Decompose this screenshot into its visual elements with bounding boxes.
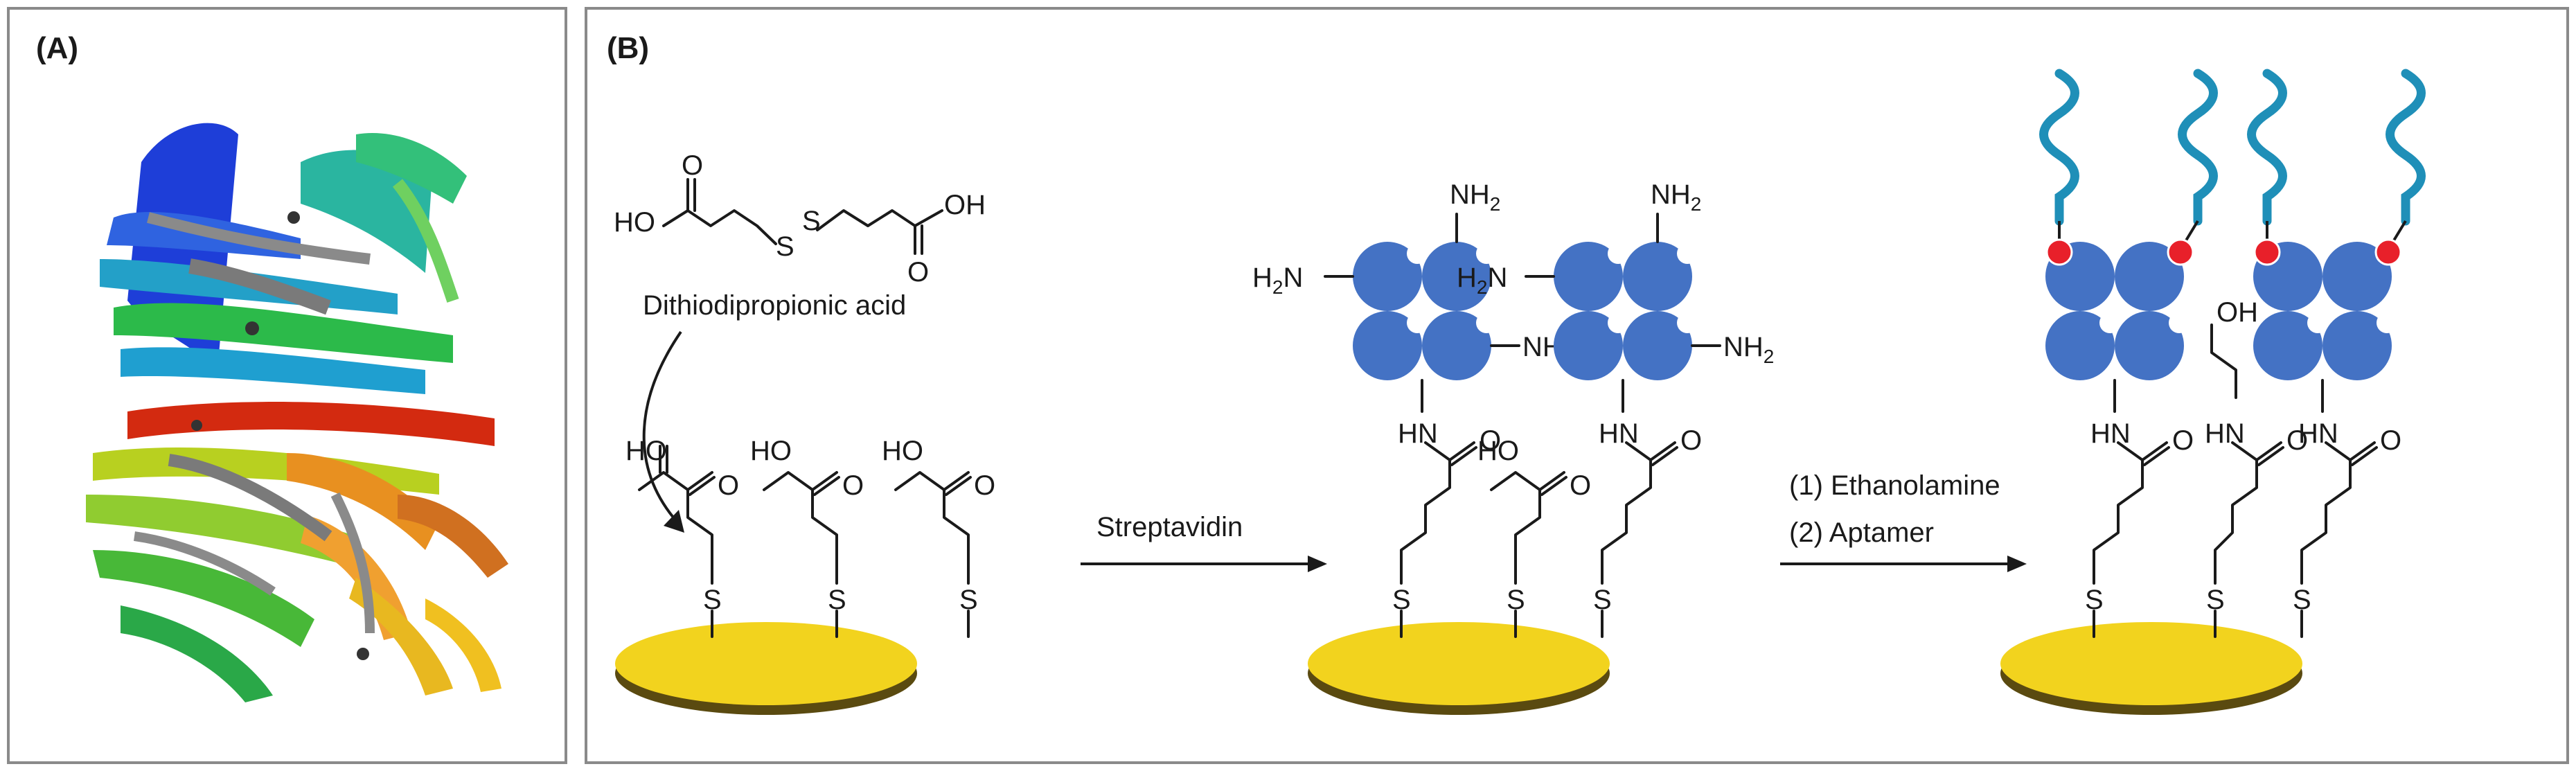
atom-label: HO [1477, 436, 1519, 466]
panel-a: (A) [7, 7, 567, 764]
atom-label: S [2293, 585, 2311, 615]
panel-b: (B) HO O S S OH O Dithiodipropionic acid [585, 7, 2569, 764]
curved-arrow [642, 330, 682, 524]
step-2-label-2: (2) Aptamer [1789, 517, 1934, 548]
atom-label: O [682, 150, 703, 181]
atom-label: O [1680, 425, 1702, 456]
atom-label: O [842, 470, 864, 501]
atom-label: OH [944, 190, 986, 220]
carboxyl-chain [894, 471, 972, 638]
atom-label: S [776, 231, 794, 262]
stage-1-surface: HO O S HO O S HO O S [615, 436, 995, 715]
atom-label: OH [2217, 297, 2258, 328]
panel-a-canvas: (A) [36, 31, 508, 702]
carboxyl-chain [638, 445, 716, 638]
panel-a-label: (A) [36, 31, 78, 65]
atom-label: O [718, 470, 739, 501]
atom-label: H2N [1252, 263, 1303, 298]
atom-label: S [1593, 585, 1612, 615]
streptavidin-tetramer [2045, 242, 2189, 380]
atom-label: S [1507, 585, 1525, 615]
curved-arrow-head [664, 510, 684, 533]
atom-label: O [2286, 425, 2308, 456]
atom-label: O [2380, 425, 2401, 456]
panel-b-canvas: (B) HO O S S OH O Dithiodipropionic acid [607, 31, 2426, 715]
biotin-marker [2253, 238, 2281, 266]
reaction-arrow-2-head [2007, 556, 2027, 572]
atom-label: HN [2205, 418, 2245, 449]
streptavidin-tetramer [1554, 242, 1698, 380]
atom-label: O [974, 470, 995, 501]
protein-ribbon-structure [86, 123, 508, 702]
dithiodipropionic-acid-structure: HO O S S OH O Dithiodipropionic acid [614, 150, 986, 321]
step-1-label: Streptavidin [1096, 512, 1243, 542]
panel-b-label: (B) [607, 31, 649, 65]
atom-label: HO [882, 436, 923, 466]
atom-label: HO [614, 207, 655, 238]
atom-label: O [2172, 425, 2194, 456]
atom-label: S [1392, 585, 1411, 615]
atom-label: O [1570, 470, 1591, 501]
atom-label: NH2 [1450, 179, 1500, 215]
atom-label: NH2 [1723, 332, 1774, 367]
atom-label: HN [1398, 418, 1438, 449]
stage-3-surface: HN O S OH HN O S HN O S [2000, 69, 2426, 715]
aptamer-strands [2039, 69, 2426, 226]
stage-2-surface: NH2 H2N NH2 NH2 H2N NH2 [1252, 179, 1774, 715]
atom-label: O [907, 257, 929, 287]
atom-label: HN [2090, 418, 2131, 449]
atom-label: S [2206, 585, 2225, 615]
atom-label: S [2085, 585, 2104, 615]
biotin-marker [2167, 238, 2194, 266]
atom-label: S [703, 585, 722, 615]
atom-label: S [959, 585, 978, 615]
atom-label: HN [1599, 418, 1639, 449]
atom-label: S [828, 585, 846, 615]
biotin-marker [2045, 238, 2073, 266]
atom-label: HN [2298, 418, 2338, 449]
streptavidin-tetramer [2253, 242, 2397, 380]
atom-label: O [1480, 425, 1501, 456]
reagent-name: Dithiodipropionic acid [643, 290, 906, 321]
streptavidin-tetramer [1353, 242, 1497, 380]
reaction-arrow-1-head [1308, 556, 1327, 572]
atom-label: S [802, 206, 821, 236]
atom-label: HO [625, 436, 667, 466]
biotin-marker [2374, 238, 2402, 266]
atom-label: HO [750, 436, 792, 466]
atom-label: H2N [1457, 263, 1507, 298]
atom-label: NH2 [1651, 179, 1701, 215]
carboxyl-chain [763, 471, 840, 638]
step-2-label-1: (1) Ethanolamine [1789, 470, 2000, 501]
